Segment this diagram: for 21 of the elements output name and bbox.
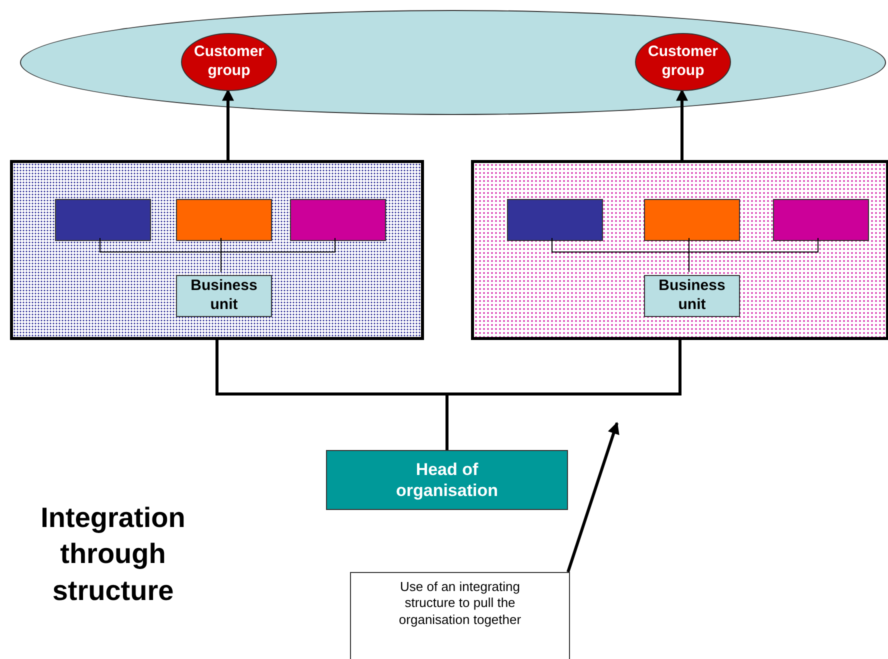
- arrow: [566, 422, 620, 572]
- arrow: [222, 88, 234, 160]
- unit-block: [55, 199, 151, 241]
- unit-block: [176, 199, 272, 241]
- connector-line: [446, 340, 682, 450]
- note-box: Use of an integrating structure to pull the organisation together: [350, 572, 570, 659]
- arrow: [676, 88, 688, 160]
- business-unit-box: Business unit: [176, 275, 272, 317]
- title-text: Integration through structure: [40, 501, 186, 608]
- unit-block: [644, 199, 740, 241]
- organisation-panel: [10, 160, 424, 340]
- customer-group-oval: Customer group: [635, 33, 731, 91]
- head-of-organisation-box: Head of organisation: [326, 450, 568, 510]
- unit-block: [773, 199, 869, 241]
- unit-block: [507, 199, 603, 241]
- connector-line: [688, 238, 818, 272]
- unit-block: [290, 199, 386, 241]
- business-unit-box: Business unit: [644, 275, 740, 317]
- organisation-panel: [471, 160, 888, 340]
- customer-group-oval: Customer group: [181, 33, 277, 91]
- connector-line: [220, 238, 336, 272]
